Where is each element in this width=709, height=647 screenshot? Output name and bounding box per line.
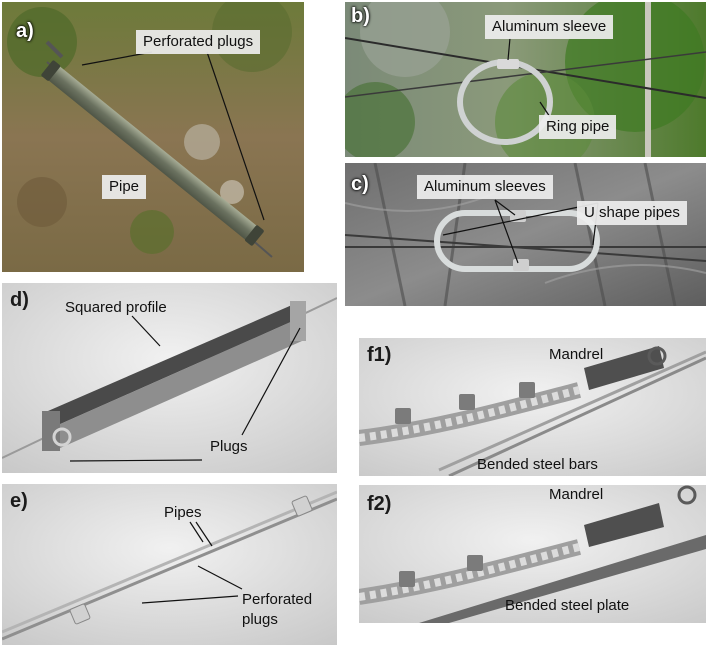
panel-f2-tag: f2) [367, 493, 392, 515]
panel-f1-render [359, 338, 706, 476]
aluminum-sleeve-label: Aluminum sleeve [485, 15, 614, 39]
panel-e-tag: e) [10, 490, 28, 512]
panel-d-render [2, 283, 337, 473]
panel-f2-render [359, 485, 706, 623]
panel-e: e) Pipes Perforated plugs [2, 484, 337, 645]
panel-a: a) Perforated plugs Pipe [2, 2, 304, 272]
panel-d-tag: d) [10, 289, 29, 311]
panel-c: c) Aluminum sleeves U shape pipes [345, 163, 706, 306]
u-shape-pipes-label: U shape pipes [577, 201, 687, 225]
perforated-plugs-label-line2: plugs [242, 611, 278, 628]
panel-e-render [2, 484, 337, 645]
bended-steel-plate-label: Bended steel plate [505, 597, 630, 614]
aluminum-sleeves-label: Aluminum sleeves [417, 175, 553, 199]
panel-d: d) Squared profile Plugs [2, 283, 337, 473]
perforated-plugs-label: Perforated plugs [136, 30, 261, 54]
panel-b: b) Aluminum sleeve Ring pipe [345, 2, 706, 157]
mandrel-label-f2: Mandrel [549, 486, 604, 503]
ring-pipe-label: Ring pipe [539, 115, 617, 139]
panel-a-tag: a) [16, 20, 34, 42]
panel-c-tag: c) [351, 173, 369, 195]
bended-steel-bars-label: Bended steel bars [477, 456, 598, 473]
perforated-plugs-label-line1: Perforated [242, 591, 313, 608]
plugs-label: Plugs [210, 438, 248, 455]
panel-f1-tag: f1) [367, 344, 392, 366]
panel-f2: f2) Mandrel Bended steel plate [359, 485, 706, 623]
pipes-label: Pipes [164, 504, 202, 521]
pipe-label: Pipe [102, 175, 147, 199]
panel-f1: f1) Mandrel Bended steel bars [359, 338, 706, 476]
panel-b-tag: b) [351, 5, 370, 27]
squared-profile-label: Squared profile [65, 299, 167, 316]
mandrel-label-f1: Mandrel [549, 346, 604, 363]
